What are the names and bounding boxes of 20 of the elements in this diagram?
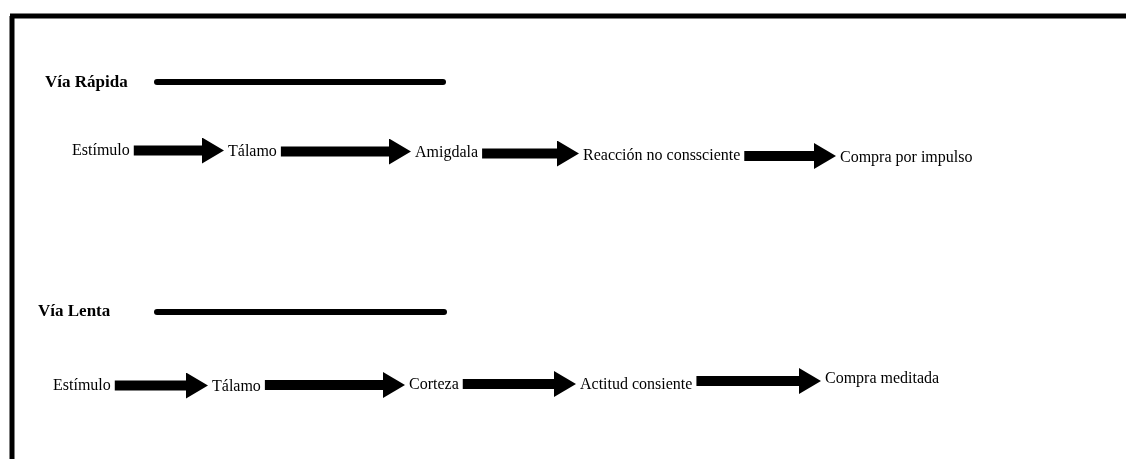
step-label: Compra meditada	[825, 368, 940, 388]
block-arrow	[114, 372, 208, 399]
step-label: Estímulo	[53, 375, 111, 395]
step-label: Corteza	[409, 374, 459, 394]
step-label: Amigdala	[415, 142, 479, 162]
block-arrow	[133, 137, 224, 164]
step-label: Tálamo	[228, 141, 277, 161]
block-arrow	[264, 372, 405, 398]
block-arrow	[482, 140, 579, 167]
block-arrow	[462, 371, 576, 397]
step-label: Reacción no conssciente	[583, 145, 741, 165]
block-arrow	[696, 368, 821, 394]
block-arrow	[280, 138, 411, 165]
section-heading: Vía Lenta	[38, 301, 111, 321]
step-label: Estímulo	[72, 140, 130, 160]
step-label: Compra por impulso	[840, 147, 973, 167]
step-label: Actitud consiente	[580, 374, 693, 394]
block-arrow	[744, 143, 836, 169]
section-heading: Vía Rápida	[45, 72, 128, 92]
step-label: Tálamo	[212, 376, 261, 396]
